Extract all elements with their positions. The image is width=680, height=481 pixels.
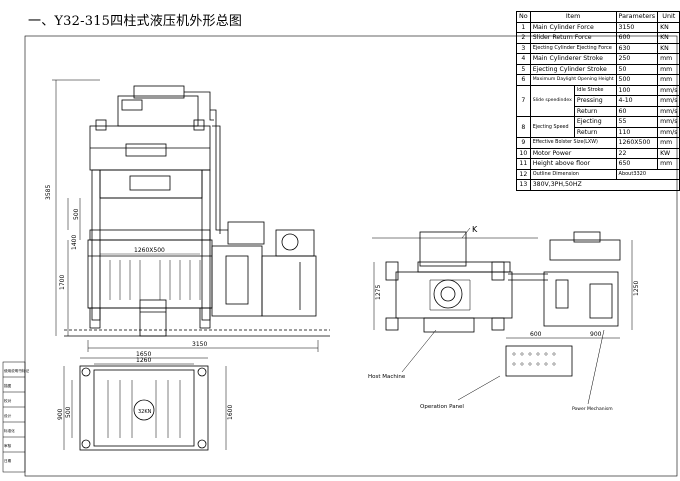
side-body <box>395 271 513 319</box>
title-block-cell: 标准化 <box>4 428 15 433</box>
plate-label: 32KN <box>138 409 152 415</box>
table-row: 7 Slide speedindex Idle Stroke 100 mm/s <box>516 84 680 117</box>
dim-1400: 1400 <box>71 235 78 250</box>
title-block-cell: 描图 <box>4 383 12 388</box>
title-block-cell: 设计 <box>4 413 12 418</box>
dim-width-3150: 3150 <box>192 341 207 348</box>
dim-height-lower: 1700 <box>59 275 66 290</box>
row-value: About3320 <box>615 168 680 180</box>
oil-tank <box>117 95 199 127</box>
dim-plan-1260: 1260 <box>136 357 151 364</box>
label-power-mechanism: Power Mechanism <box>572 406 613 412</box>
operation-panel <box>505 345 573 377</box>
side-tank <box>419 231 467 267</box>
bolster-size-label: 1260X500 <box>134 247 165 254</box>
label-operation-panel: Operation Panel <box>420 404 464 410</box>
label-host-machine: Host Machine <box>368 374 406 380</box>
valve-block <box>227 221 265 245</box>
side-title-block <box>2 361 26 473</box>
row-sub-item: Return <box>573 126 617 138</box>
k-mark: K <box>472 225 478 234</box>
row-unit: mm <box>657 137 680 149</box>
power-unit <box>211 245 263 317</box>
title-block-cell: 校对 <box>4 398 12 403</box>
dim-500: 500 <box>73 208 80 220</box>
side-power-unit <box>543 271 619 327</box>
column-right <box>201 169 211 321</box>
row-item: Motor Power <box>529 147 617 159</box>
dim-side-600: 600 <box>530 331 542 338</box>
row-group: Ejecting Speed <box>529 116 575 138</box>
row-unit: mm/s <box>657 126 680 138</box>
bolster-plan-view <box>63 357 227 451</box>
title-block-cell: 审核 <box>4 443 12 448</box>
dim-plan-900: 900 <box>57 408 64 420</box>
column-left <box>91 169 101 321</box>
drawing-border <box>24 35 678 477</box>
drawing-title: 一、Y32-315四柱式液压机外形总图 <box>28 14 243 29</box>
dim-height-total: 3585 <box>45 185 52 200</box>
dimension-labels: 3585 500 1700 1400 1260X500 3150 1650 12… <box>45 185 640 420</box>
side-view <box>372 227 633 405</box>
title-block-cell: 使用说明书标记 <box>4 368 30 373</box>
dim-side-1250: 1250 <box>633 281 640 296</box>
title-block-labels: 使用说明书标记 描图 校对 设计 标准化 审核 日期 <box>4 368 30 463</box>
row-group: Slide speedindex <box>529 84 575 117</box>
front-view-press <box>52 79 330 352</box>
table-row: 8 Ejecting Speed Ejecting 55 mm/s <box>516 116 680 138</box>
row-item: Height above floor <box>529 158 617 170</box>
title-block-cell: 日期 <box>4 458 12 463</box>
row-item: 380V,3PH,50HZ <box>529 179 680 191</box>
motor-circle <box>281 233 299 251</box>
dim-plan-1600: 1600 <box>227 405 234 420</box>
dim-plan-500: 500 <box>65 406 72 418</box>
dim-plan-1650: 1650 <box>136 351 151 358</box>
slider <box>99 169 203 199</box>
bolster-plate <box>79 365 209 451</box>
row-unit: KW <box>657 147 680 159</box>
row-unit: mm <box>657 158 680 170</box>
row-item: Effective Bolster Size(LXW) <box>529 137 617 149</box>
dim-side-900: 900 <box>590 331 602 338</box>
dim-side-1275: 1275 <box>375 285 382 300</box>
ejector-cylinder <box>139 299 167 337</box>
